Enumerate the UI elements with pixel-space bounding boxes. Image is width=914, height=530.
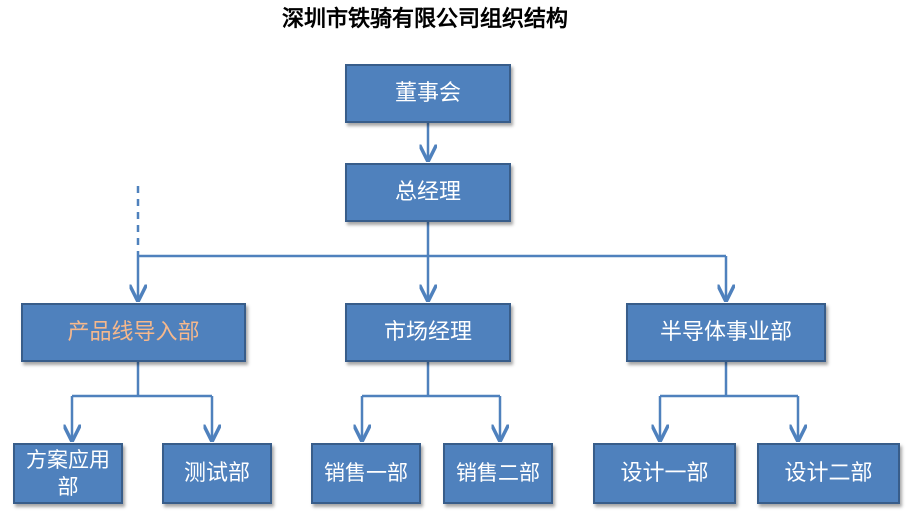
- node-design-two: 设计二部: [757, 443, 900, 504]
- node-solution-app-label: 方案应用部: [26, 447, 110, 499]
- node-solution-app: 方案应用部: [13, 443, 123, 504]
- node-market-manager-label: 市场经理: [383, 320, 472, 345]
- node-market-manager: 市场经理: [345, 303, 511, 362]
- chart-title: 深圳市铁骑有限公司组织结构: [281, 6, 568, 32]
- node-general-manager: 总经理: [345, 163, 511, 222]
- node-board: 董事会: [345, 64, 511, 123]
- node-design-one: 设计一部: [593, 443, 736, 504]
- node-board-label: 董事会: [394, 81, 461, 106]
- node-sales-one: 销售一部: [311, 443, 421, 504]
- node-sales-one-label: 销售一部: [324, 461, 408, 485]
- node-semiconductor: 半导体事业部: [626, 303, 826, 362]
- node-design-one-label: 设计一部: [620, 461, 709, 486]
- node-test-label: 测试部: [183, 461, 250, 486]
- node-sales-two: 销售二部: [443, 443, 553, 504]
- node-test: 测试部: [162, 443, 272, 504]
- node-product-line-label: 产品线导入部: [67, 320, 200, 345]
- node-sales-two-label: 销售二部: [456, 461, 540, 485]
- node-product-line: 产品线导入部: [21, 303, 246, 362]
- node-general-manager-label: 总经理: [394, 180, 461, 205]
- node-semiconductor-label: 半导体事业部: [659, 320, 792, 345]
- node-design-two-label: 设计二部: [784, 461, 873, 486]
